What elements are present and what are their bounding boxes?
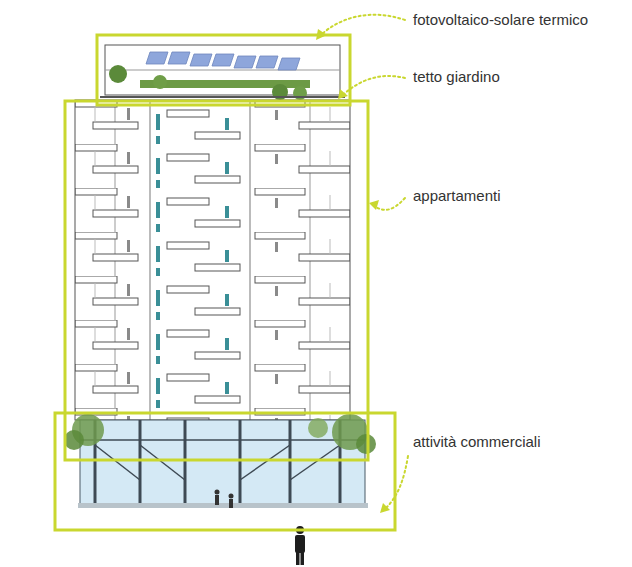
- callout-label: fotovoltaico-solare termico: [413, 11, 588, 29]
- callout-label: tetto giardino: [413, 68, 500, 86]
- callout-label: appartamenti: [413, 187, 501, 205]
- callout-label: attività commerciali: [413, 433, 541, 451]
